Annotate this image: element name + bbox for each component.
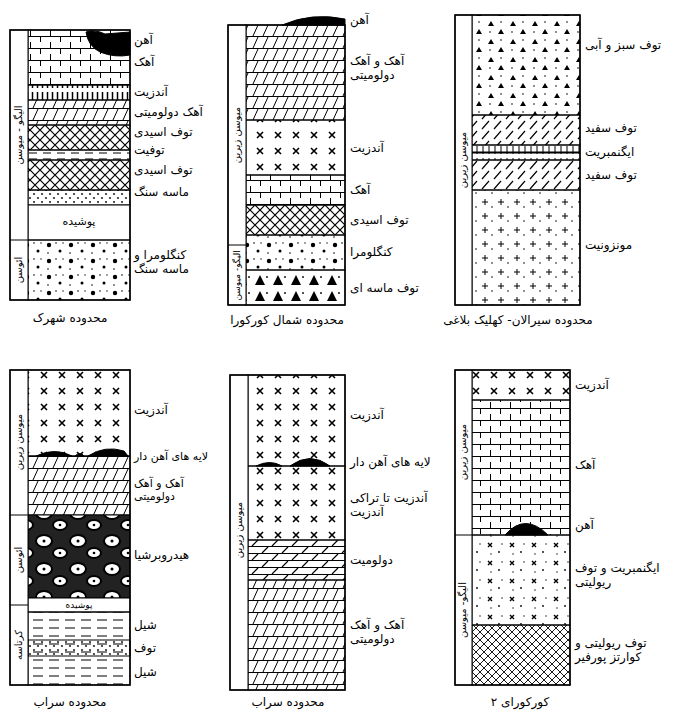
lithology-label: آندزیت <box>134 85 168 99</box>
lithology-label: توف اسیدی <box>134 163 193 177</box>
lithology-label: آهک <box>134 55 154 69</box>
lithology-label: آهن <box>575 518 594 532</box>
lithology-label: کنگلومرا <box>350 245 393 259</box>
lithology-label: آهک و آهک دولومیتی <box>350 618 430 647</box>
age-label: میوسن زیرین <box>231 107 243 163</box>
lithology-label: آهک و آهک دولومیتی <box>350 54 425 83</box>
column-caption: محدوده شهرک <box>33 311 108 325</box>
lithology-label: توفیت <box>134 143 165 157</box>
age-label: میوسن زیرین <box>457 132 469 188</box>
column-caption: پوشیده <box>63 215 96 228</box>
lithology-label: توف اسیدی <box>350 213 409 227</box>
lithology-label: توف اسیدی <box>134 125 193 139</box>
age-label: ائوسن <box>13 257 25 284</box>
lithology-label: توف سفید <box>585 121 637 135</box>
lithology-label: آندزیت <box>134 403 168 417</box>
lithology-label: آندزیت <box>350 141 384 155</box>
column-caption: پوشیده <box>66 600 93 611</box>
column-caption: محدوده سیرالان- کهلیک بلاغی <box>443 313 592 327</box>
column-caption: کورکورای ۲ <box>491 695 549 709</box>
lithology-label: هیدروبرشیا <box>134 548 189 562</box>
lithology-label: توف ریولیتی و کوارتز پورفیر <box>575 636 667 665</box>
lithology-label: آندزیت <box>350 408 384 422</box>
lithology-label: آهک <box>575 458 595 472</box>
lithology-label: ایگنمبریت <box>585 145 634 159</box>
lithology-label: شیل <box>134 618 157 632</box>
lithology-label: ایگنمبریت و توف ریولیتی <box>575 561 665 590</box>
lithology-label: ماسه سنگ <box>134 185 189 199</box>
age-label: الیگو - میوسن <box>13 105 25 164</box>
lithology-label: آهن <box>134 33 153 47</box>
lithology-label: آندزیت <box>575 378 609 392</box>
column-caption: محدوده سراب <box>251 695 324 709</box>
lithology-label: شیل <box>134 665 157 679</box>
lithology-label: آهک و آهک دولومیتی <box>134 477 214 503</box>
lithology-label: توف <box>134 641 156 655</box>
lithology-label: آهک <box>350 183 370 197</box>
age-label: میوسن زیرین <box>457 424 469 480</box>
lithology-label: توف سبز و آبی <box>585 38 661 52</box>
lithology-label: توف سفید <box>585 168 637 182</box>
lithology-label: آهن <box>350 13 369 27</box>
lithology-label: کنگلومرا و ماسه سنگ <box>134 248 196 277</box>
lithology-label: لایه های آهن دار <box>350 455 431 469</box>
lithology-label: دولومیت <box>350 553 393 567</box>
column-caption: محدوده سراب <box>33 695 106 709</box>
age-label: میوسن زیرین <box>233 502 245 558</box>
column-caption: محدوده شمال کورکورا <box>230 313 344 327</box>
lithology-label: لایه های آهن دار <box>134 450 208 463</box>
lithology-label: آهک دولومیتی <box>134 105 203 119</box>
age-label: کرتاسه <box>13 630 25 660</box>
age-label: الیگو- میوسن <box>457 582 469 638</box>
age-label: میوسن زیرین <box>13 414 25 470</box>
lithology-label: آندزیت تا تراکی آندزیت <box>350 491 442 520</box>
age-label: ائوسن <box>13 547 25 574</box>
age-label: الیگو- میوسن <box>232 250 243 300</box>
lithology-label: توف ماسه ای <box>350 281 419 295</box>
lithology-label: مونزونیت <box>585 238 632 252</box>
